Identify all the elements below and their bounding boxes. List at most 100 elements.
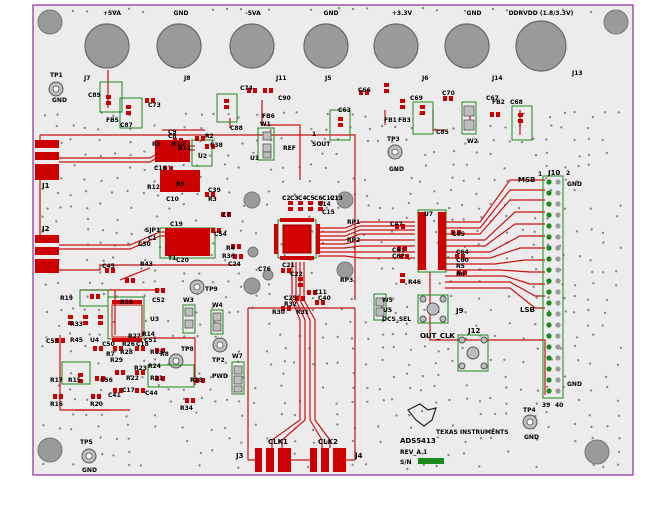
u5-label: U5 <box>383 307 392 314</box>
sma-j3: J3 CLK1 <box>235 438 291 472</box>
j10-pin <box>555 311 561 317</box>
out-clk-label: OUT_CLK <box>420 332 456 340</box>
msb-label: MSB <box>518 176 535 184</box>
refdes-label: R45 <box>70 337 83 344</box>
tp5: TP5 GND <box>80 439 97 474</box>
refdes-label: R16 <box>50 401 63 408</box>
j10-header-pins <box>546 179 561 394</box>
j10-pin2: 2 <box>566 170 570 177</box>
refdes-label: C85 <box>436 129 449 136</box>
tp4-net: GND <box>524 434 539 441</box>
refdes-label: R35 <box>120 299 133 306</box>
refdes-label: FB6 <box>262 113 275 120</box>
refdes-label: C51 <box>144 337 157 344</box>
tp2: TP2 PWD <box>212 337 228 380</box>
sjp1-label: SJP1 <box>145 227 160 234</box>
j10-label: J10 <box>547 169 560 177</box>
refdes-label: C52 <box>152 297 165 304</box>
u1-label: U1 <box>250 155 259 162</box>
j10-pin <box>555 377 561 383</box>
board-rev: REV_A 1 <box>400 449 427 456</box>
tp1-net: GND <box>52 97 67 104</box>
refdes-label: C69 <box>410 95 423 102</box>
j10-pin <box>555 322 561 328</box>
j10-pin <box>546 267 552 273</box>
refdes-label: R12 <box>147 184 160 191</box>
refdes-label: C87 <box>120 122 133 129</box>
jack-j13[interactable]: DDRVDD (1.8/3.3V)J13 <box>509 10 583 77</box>
j10-pin39: 39 <box>542 402 550 409</box>
j10-pin <box>555 267 561 273</box>
j2-label: J2 <box>41 225 50 233</box>
j10-pin <box>546 300 552 306</box>
j4-label: J4 <box>354 452 363 460</box>
refdes-label: C4 <box>298 195 307 202</box>
jack-ref-label: J11 <box>275 75 287 82</box>
refdes-label: C21 <box>282 262 295 269</box>
tp3: TP3 GND <box>387 136 404 173</box>
j10-pin <box>546 278 552 284</box>
ti-brand-text: TEXAS INSTRUMENTS <box>436 429 509 436</box>
tp3-ref: TP3 <box>387 136 400 143</box>
refdes-label: R24 <box>148 363 161 370</box>
refdes-label: C6 <box>314 195 323 202</box>
refdes-label: R3 <box>208 196 217 203</box>
board-name: ADS5413 <box>400 437 436 445</box>
jack-ref-label: J13 <box>571 70 583 77</box>
refdes-label: C53 <box>46 338 59 345</box>
j10-pin <box>546 223 552 229</box>
w4-label: W4 <box>212 302 223 309</box>
j10-pin <box>546 234 552 240</box>
j10-pin <box>555 355 561 361</box>
refdes-label: FB1 <box>384 117 397 124</box>
j10-pin <box>555 333 561 339</box>
ti-logo: TEXAS INSTRUMENTS <box>407 403 509 436</box>
refdes-label: C7 <box>222 212 231 219</box>
refdes-label: R15 <box>68 377 81 384</box>
w2-label: W2 <box>467 138 478 145</box>
j10-pin <box>546 333 552 339</box>
refdes-label: C17 <box>122 387 135 394</box>
tp5-ref: TP5 <box>80 439 93 446</box>
j10-pin <box>546 311 552 317</box>
refdes-label: C30 <box>138 241 151 248</box>
j10-pin <box>546 355 552 361</box>
u2-label: U2 <box>198 153 207 160</box>
refdes-label: R17 <box>50 377 63 384</box>
tp1-ref: TP1 <box>50 72 63 79</box>
refdes-label: C2 <box>282 195 291 202</box>
refdes-label: C67 <box>486 95 499 102</box>
refdes-label: R9 <box>176 181 185 188</box>
refdes-label: R19 <box>60 295 73 302</box>
j10-pin <box>546 377 552 383</box>
refdes-label: C60 <box>456 257 469 264</box>
j10-pin <box>555 179 561 185</box>
tp8-ref: TP8 <box>181 346 194 353</box>
refdes-label: C40 <box>318 295 331 302</box>
jack-power-label: GND <box>324 10 339 17</box>
board-sn: S/N <box>400 459 412 466</box>
refdes-label: FB3 <box>398 117 411 124</box>
refdes-label: C39 <box>208 187 221 194</box>
refdes-label: R33 <box>70 321 83 328</box>
refdes-label: C19 <box>170 221 183 228</box>
j10-pin <box>555 245 561 251</box>
j3-label: J3 <box>235 452 244 460</box>
j10-pin <box>555 212 561 218</box>
refdes-label: C64 <box>456 249 469 256</box>
refdes-label: R11 <box>178 145 191 152</box>
tp4: TP4 GND <box>522 407 539 441</box>
j1-label: J1 <box>41 182 50 190</box>
j10-pin <box>546 388 552 394</box>
w1-label: W1 <box>260 121 271 128</box>
tp5-net: GND <box>82 467 97 474</box>
refdes-label: C12 <box>322 195 335 202</box>
w7-label: W7 <box>232 353 243 360</box>
jack-ref-label: J7 <box>83 75 90 82</box>
